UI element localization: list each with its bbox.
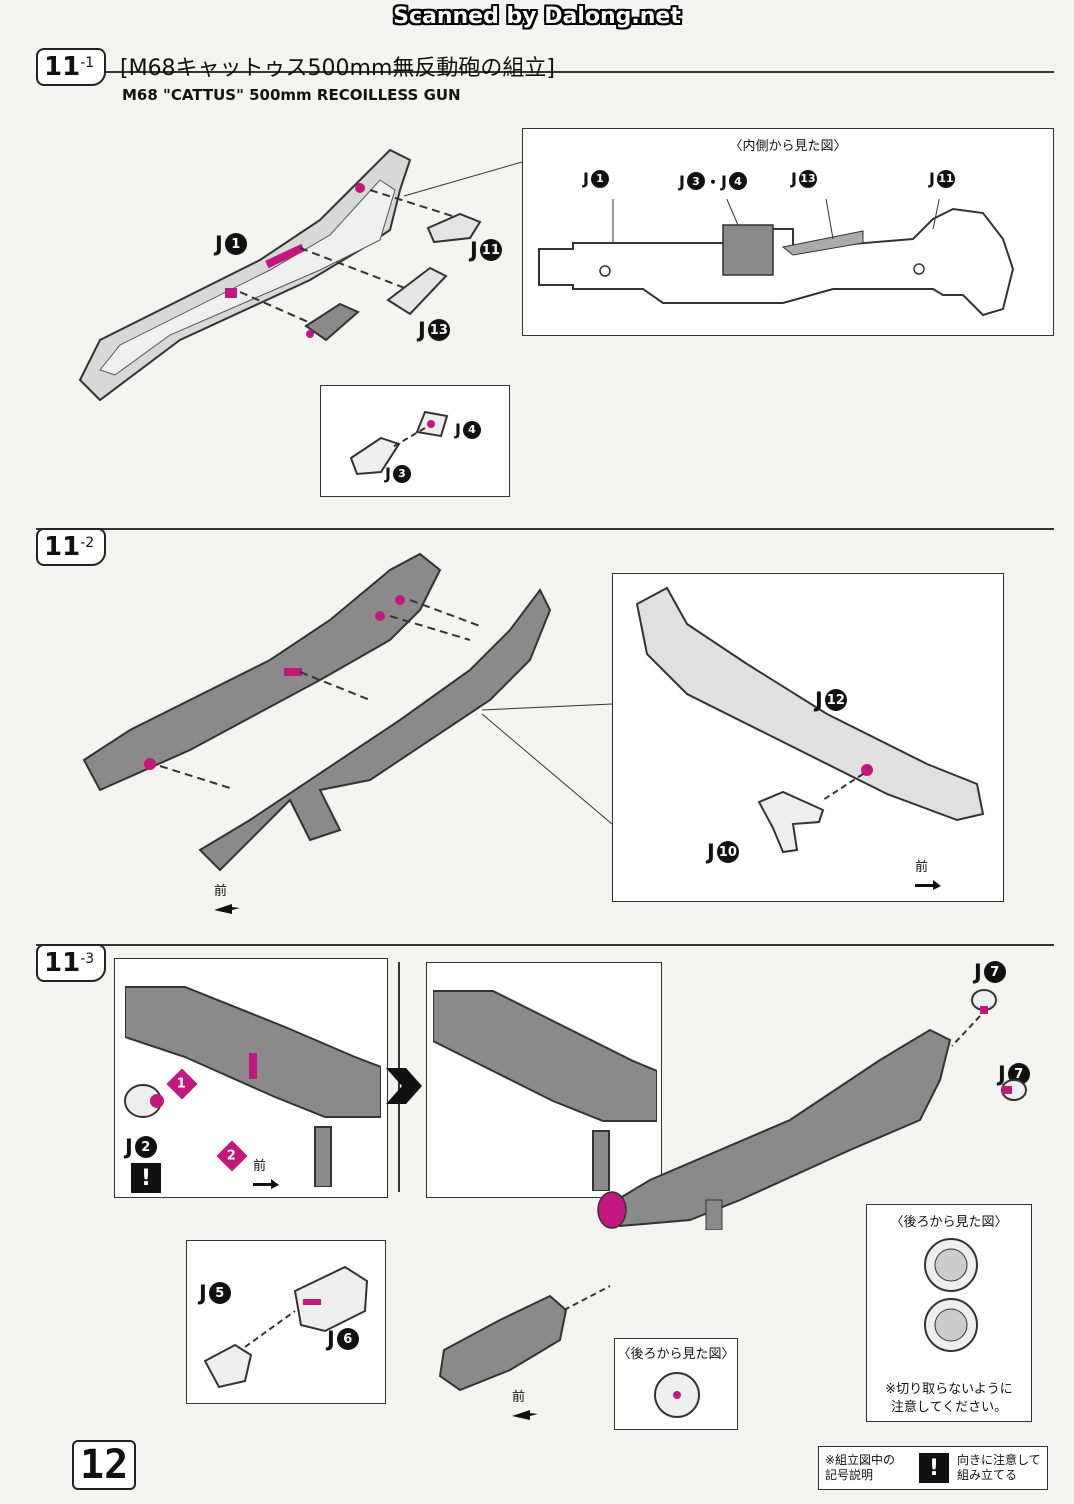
part-j10-illustration bbox=[757, 790, 825, 854]
legend-line-1: ※組立図中の bbox=[825, 1453, 896, 1467]
rear-view-box-j6: 〈後ろから見た図〉 bbox=[614, 1338, 738, 1430]
note-line-2: 注意してください。 bbox=[890, 1400, 1008, 1415]
parts-j5-j6-illustration bbox=[203, 1265, 369, 1389]
front-arrow-icon bbox=[512, 1410, 538, 1420]
warn-line-2: 組み立てる bbox=[957, 1468, 1018, 1482]
warn-line-1: 向きに注意して bbox=[957, 1453, 1041, 1467]
front-direction-marker-inset: 前 bbox=[915, 856, 941, 894]
front-label: 前 bbox=[214, 884, 228, 899]
gun-closeup-illustration bbox=[125, 986, 381, 1187]
front-arrow-icon bbox=[915, 880, 941, 890]
cut-warning-note: ※切り取らないように 注意してください。 bbox=[867, 1381, 1031, 1417]
gun-closeup-result-illustration bbox=[433, 990, 657, 1191]
inset-callout-lines bbox=[481, 703, 613, 825]
front-direction-marker: 前 bbox=[512, 1386, 538, 1424]
assembled-gun-illustration bbox=[597, 1028, 952, 1230]
front-arrow-icon bbox=[214, 904, 240, 914]
detail-box-result bbox=[426, 962, 662, 1198]
rear-view-caption: 〈後ろから見た図〉 bbox=[617, 1347, 735, 1362]
front-direction-marker: 前 bbox=[214, 880, 240, 918]
parts-j7-illustration bbox=[951, 989, 1027, 1101]
front-label: 前 bbox=[253, 1159, 267, 1174]
section-divider bbox=[36, 71, 1054, 73]
note-line-1: ※切り取らないように bbox=[885, 1382, 1013, 1397]
front-direction-marker: 前 bbox=[253, 1155, 279, 1193]
step-badge-11-3: 11-3 bbox=[36, 944, 107, 982]
part-j3-j4-assembly bbox=[304, 302, 360, 342]
front-label: 前 bbox=[915, 860, 929, 875]
gun-halves-illustration bbox=[82, 552, 552, 872]
symbol-legend: ※組立図中の 記号説明 ! 向きに注意して 組み立てる bbox=[818, 1446, 1048, 1490]
legend-title: ※組立図中の 記号説明 bbox=[825, 1453, 895, 1483]
part-j5-j6-assembled-illustration bbox=[438, 1285, 611, 1392]
step-title-jp: [M68キャットゥス500mm無反動砲の組立] bbox=[120, 56, 555, 81]
rear-view-caps-illustration bbox=[924, 1238, 978, 1352]
parts-j3-j4-illustration bbox=[349, 410, 449, 476]
front-label: 前 bbox=[512, 1390, 526, 1405]
legend-line-2: 記号説明 bbox=[825, 1468, 874, 1482]
rear-view-box-j7: 〈後ろから見た図〉 ※切り取らないように 注意してください。 bbox=[866, 1204, 1032, 1422]
inset-callout-lines bbox=[403, 161, 523, 197]
part-j13-illustration bbox=[386, 266, 448, 316]
inside-view-illustration bbox=[538, 199, 1015, 317]
step-title-en: M68 "CATTUS" 500mm RECOILLESS GUN bbox=[122, 86, 461, 104]
warning-icon: ! bbox=[131, 1163, 161, 1193]
next-arrow-icon bbox=[386, 1068, 422, 1104]
part-j12-illustration bbox=[635, 586, 985, 822]
section-divider bbox=[36, 944, 1054, 946]
watermark: Scanned by Dalong.net bbox=[393, 4, 681, 29]
section-divider bbox=[36, 528, 1054, 530]
step-badge-11-2: 11-2 bbox=[36, 528, 107, 566]
rear-view-caption: 〈後ろから見た図〉 bbox=[890, 1215, 1008, 1230]
rear-view-cap-illustration bbox=[654, 1372, 700, 1418]
gun-body-illustration bbox=[78, 148, 466, 402]
page-number: 12 bbox=[72, 1440, 137, 1490]
part-j2-illustration bbox=[124, 1084, 164, 1118]
inset-caption: 〈内側から見た図〉 bbox=[729, 139, 847, 154]
legend-warn-text: 向きに注意して 組み立てる bbox=[957, 1453, 1041, 1483]
warning-icon: ! bbox=[919, 1453, 949, 1483]
part-j11-illustration bbox=[426, 212, 482, 244]
front-arrow-icon bbox=[253, 1179, 279, 1189]
step-badge-11-1: 11-1 bbox=[36, 48, 107, 86]
